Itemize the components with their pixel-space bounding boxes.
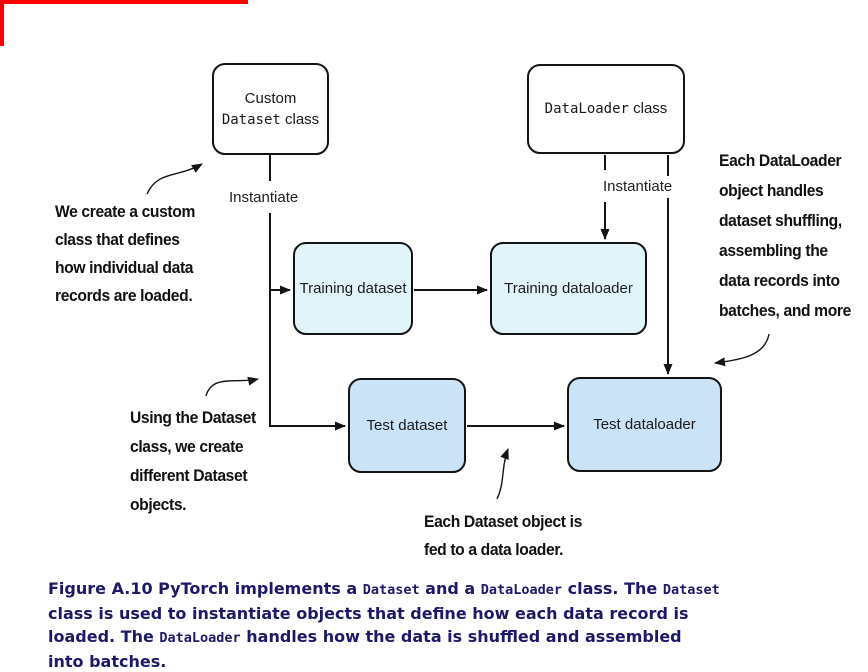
annotation-create-custom: We create a custom class that defines ho… xyxy=(55,202,195,305)
instantiate-label-left: Instantiate xyxy=(229,189,299,206)
test-dataset-label: Test dataset xyxy=(366,417,448,434)
callout-arrow-dataloader-handles xyxy=(714,333,770,367)
box-dataloader-class: DataLoader class xyxy=(527,64,685,154)
callout-arrow-dataset-fed xyxy=(496,448,509,500)
annotation-dataloader-handles: Each DataLoader object handles dataset s… xyxy=(719,151,851,320)
figure-caption: Figure A.10 PyTorch implements a Dataset… xyxy=(48,579,720,671)
box-test-dataloader: Test dataloader xyxy=(567,377,722,472)
instantiate-label-right: Instantiate xyxy=(603,178,673,195)
box-training-dataset: Training dataset xyxy=(293,242,413,335)
callout-arrow-create-custom xyxy=(146,163,203,195)
arrow-to-test-dataset xyxy=(269,213,346,431)
training-dataset-label: Training dataset xyxy=(299,280,407,297)
crop-mark-horizontal xyxy=(0,0,248,4)
annotation-using-dataset: Using the Dataset class, we create diffe… xyxy=(130,408,256,514)
annotation-dataset-fed: Each Dataset object is fed to a data loa… xyxy=(424,512,582,559)
box-test-dataset: Test dataset xyxy=(348,378,466,473)
box-training-dataloader: Training dataloader xyxy=(490,242,647,335)
training-dataloader-label: Training dataloader xyxy=(504,280,633,297)
crop-mark-vertical xyxy=(0,0,4,46)
callout-arrow-using-dataset xyxy=(205,376,259,397)
test-dataloader-label: Test dataloader xyxy=(593,416,696,433)
